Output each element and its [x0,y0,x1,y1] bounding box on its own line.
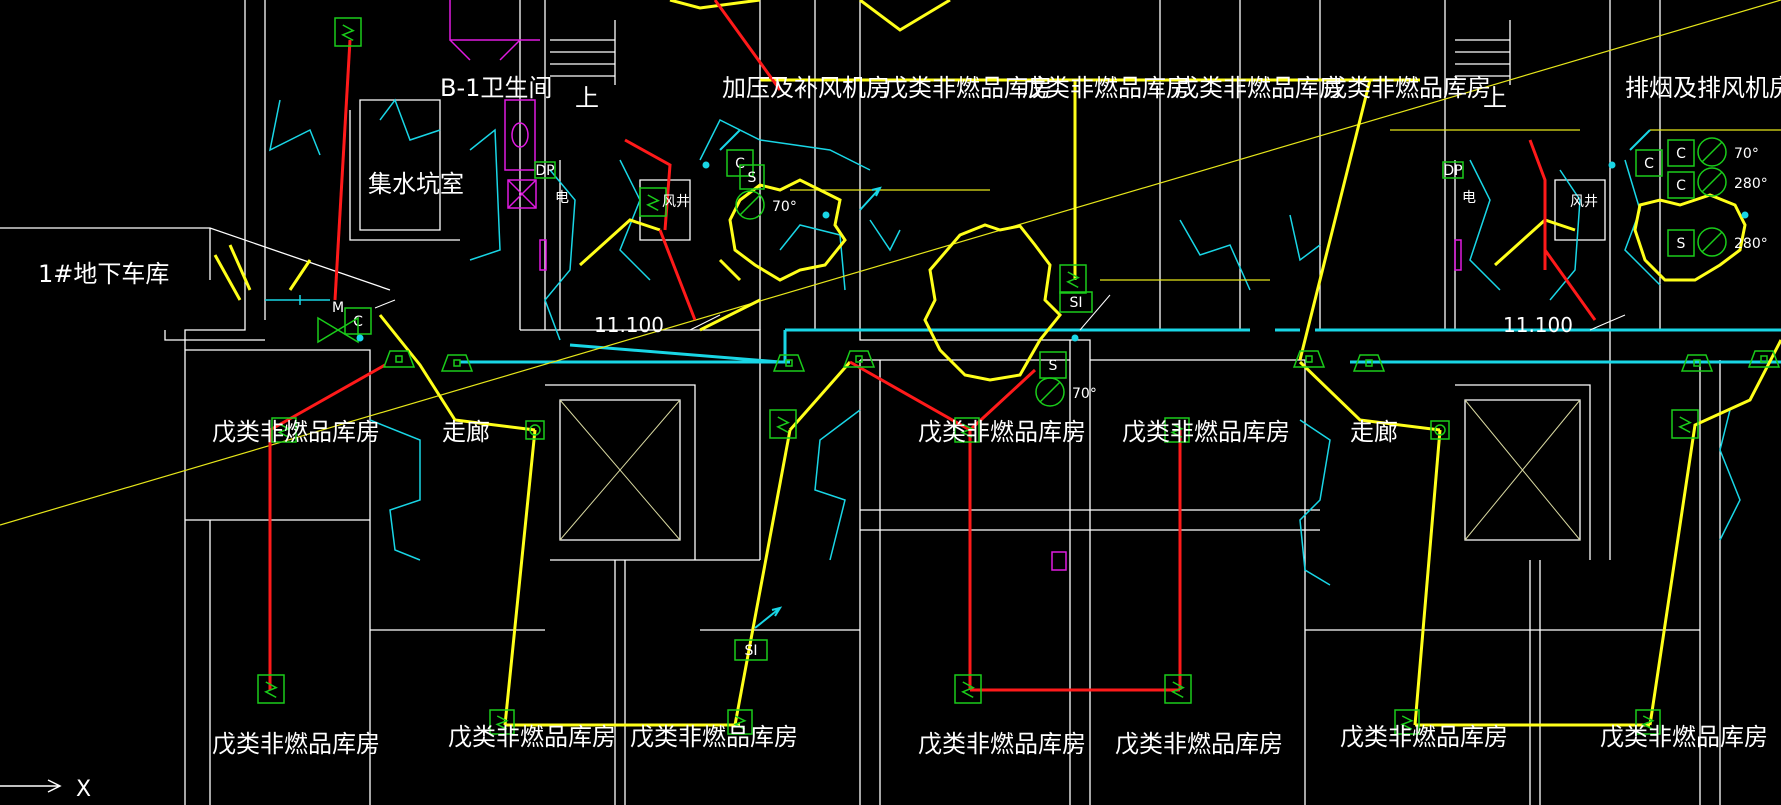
label-storage-mid-1: 戊类非燃品库房 [212,418,380,446]
label-corridor-left: 走廊 [442,418,490,446]
smoke-detector-0 [334,17,362,47]
smoke-detector-6 [1671,409,1699,439]
label-storage-bot-1: 戊类非燃品库房 [212,730,380,758]
module-c-right-2: C [1667,171,1695,199]
sanitary-fixtures [449,0,1462,571]
label-sump-room: 集水坑室 [368,170,464,198]
label-elevation-left: 11.100 [594,313,664,337]
module-s-right: S [1667,229,1695,257]
module-c-right-1: C [1667,139,1695,167]
heat-sensor-70-top: 70° [735,190,797,220]
isolator-si-bottom: SI [734,639,768,661]
module-c-right-2-tag: C [1676,178,1686,194]
dp-box-right: DP [1442,161,1464,179]
label-storage-bot-3: 戊类非燃品库房 [630,723,798,751]
heat-sensor-280-right-2-temp: 280° [1734,236,1768,252]
module-s-right-tag: S [1677,236,1686,252]
red-wiring [268,0,1597,692]
control-module-c-right-tag: C [1644,156,1654,172]
alarm-speaker-1 [772,354,806,372]
heat-sensor-70-mid: 70° [1035,377,1097,407]
smoke-detector-3 [257,674,285,704]
address-module-3 [489,709,515,735]
label-stair-up-right: 上 [1483,84,1507,112]
yellow-wiring [213,0,1781,727]
dp-box-left: DP [534,161,556,179]
smoke-detector-1 [639,187,667,217]
cyan-nodes [356,129,1749,629]
heat-sensor-280-right-1: 280° [1697,167,1768,197]
control-module-c-right: C [1635,149,1663,177]
alarm-speaker-7 [1747,350,1781,368]
motor-valve-tag: M [332,300,344,316]
address-module-2 [1164,417,1190,443]
label-elevation-right: 11.100 [1503,313,1573,337]
heat-sensor-70-right: 70° [1697,137,1759,167]
heat-sensor-70-mid-temp: 70° [1072,386,1097,402]
heat-sensor-280-right-2: 280° [1697,227,1768,257]
motor-valve: M [317,300,359,344]
alarm-speaker-6 [1292,350,1326,368]
isolator-si-mid-tag: SI [1069,295,1082,311]
heat-sensor-70-right-temp: 70° [1734,146,1759,162]
label-toilet: B-1卫生间 [440,74,552,102]
room-labels: 1#地下车库 集水坑室 B-1卫生间 上 上 加压及补风机房 戊类非燃品库房 戊… [38,74,1781,758]
label-storage-bot-6: 戊类非燃品库房 [1340,723,1508,751]
alarm-speaker-0 [440,354,474,372]
module-s-mid: S [1039,351,1067,379]
label-storage-bot-2: 戊类非燃品库房 [448,723,616,751]
address-module-5 [1394,709,1420,735]
alarm-speaker-5 [842,350,876,368]
address-module-4 [727,709,753,735]
label-fan-room-left: 加压及补风机房 [722,74,890,102]
manual-call-point-0 [525,420,545,440]
module-c-right-1-tag: C [1676,146,1686,162]
dp-box-left-tag: DP [535,163,554,179]
heat-sensor-70-top-temp: 70° [772,199,797,215]
manual-call-point-1 [1430,420,1450,440]
label-storage-top-3: 戊类非燃品库房 [1175,74,1343,102]
control-module-s-top-tag: S [748,170,757,186]
ucs-x-label: X [76,777,91,802]
label-electric-left: 电 [555,190,569,206]
label-electric-right: 电 [1462,190,1476,206]
label-garage: 1#地下车库 [38,260,169,288]
label-shaft-right: 风井 [1570,194,1598,210]
label-storage-mid-2: 戊类非燃品库房 [918,418,1086,446]
address-module-1 [954,417,980,443]
dp-box-right-tag: DP [1443,163,1462,179]
label-storage-top-2: 戊类非燃品库房 [1022,74,1190,102]
smoke-detector-4 [954,674,982,704]
label-fan-room-right: 排烟及排风机房 [1625,74,1781,102]
label-storage-bot-5: 戊类非燃品库房 [1115,730,1283,758]
address-module-0 [271,417,297,443]
isolator-si-bottom-tag: SI [744,643,757,659]
label-stair-up-left: 上 [575,84,599,112]
smoke-detector-2 [769,409,797,439]
isolator-si-mid: SI [1059,291,1093,313]
alarm-speaker-4 [382,350,416,368]
label-storage-bot-7: 戊类非燃品库房 [1600,723,1768,751]
module-s-mid-tag: S [1049,358,1058,374]
alarm-speaker-3 [1680,354,1714,372]
control-module-c-top-tag: C [735,156,745,172]
heat-sensor-280-right-1-temp: 280° [1734,176,1768,192]
label-storage-mid-3: 戊类非燃品库房 [1122,418,1290,446]
reference-lines [0,0,1781,526]
alarm-speaker-2 [1352,354,1386,372]
label-storage-top-4: 戊类非燃品库房 [1323,74,1491,102]
control-module-s-top: S [739,164,765,190]
ucs-axis-icon: X [0,777,91,802]
smoke-detector-5 [1164,674,1192,704]
label-storage-top-1: 戊类非燃品库房 [884,74,1052,102]
label-shaft-left: 风井 [662,194,690,210]
duct-lines [265,98,1781,586]
label-storage-bot-4: 戊类非燃品库房 [918,730,1086,758]
label-corridor-right: 走廊 [1350,418,1398,446]
address-module-6 [1635,709,1661,735]
smoke-detector-7 [1059,264,1087,294]
